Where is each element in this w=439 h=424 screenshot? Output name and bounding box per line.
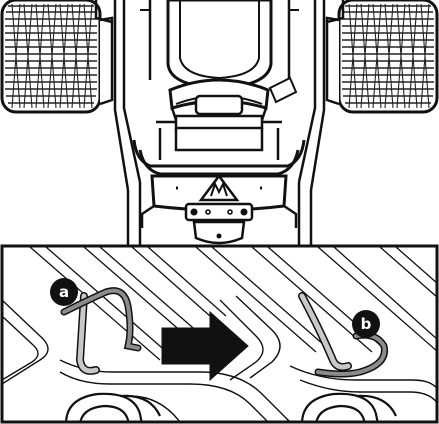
bolt-plate xyxy=(184,202,254,222)
callout-b-label: b xyxy=(361,315,372,333)
bottom-mechanism-left xyxy=(65,392,162,421)
callout-a-label: a xyxy=(59,283,69,301)
side-frame xyxy=(94,0,345,191)
right-tire xyxy=(325,0,439,114)
hatch-lines xyxy=(29,247,436,361)
clip-released xyxy=(298,292,388,378)
mower-front-view xyxy=(0,0,439,246)
callout-a: a xyxy=(50,278,78,306)
steering-wheel xyxy=(168,76,298,127)
detail-panel: a b xyxy=(0,244,439,424)
right-contours xyxy=(219,295,436,402)
seat xyxy=(140,0,299,90)
hood-logo-icon xyxy=(198,173,240,202)
bottom-mechanism-right xyxy=(301,392,398,421)
left-tire xyxy=(0,0,114,114)
callout-b: b xyxy=(352,310,380,338)
arrow-right-icon xyxy=(161,310,249,382)
dash-column xyxy=(156,114,282,160)
hitch-bracket xyxy=(192,220,246,245)
clip-hooked xyxy=(60,287,142,375)
side-rails xyxy=(126,182,313,246)
